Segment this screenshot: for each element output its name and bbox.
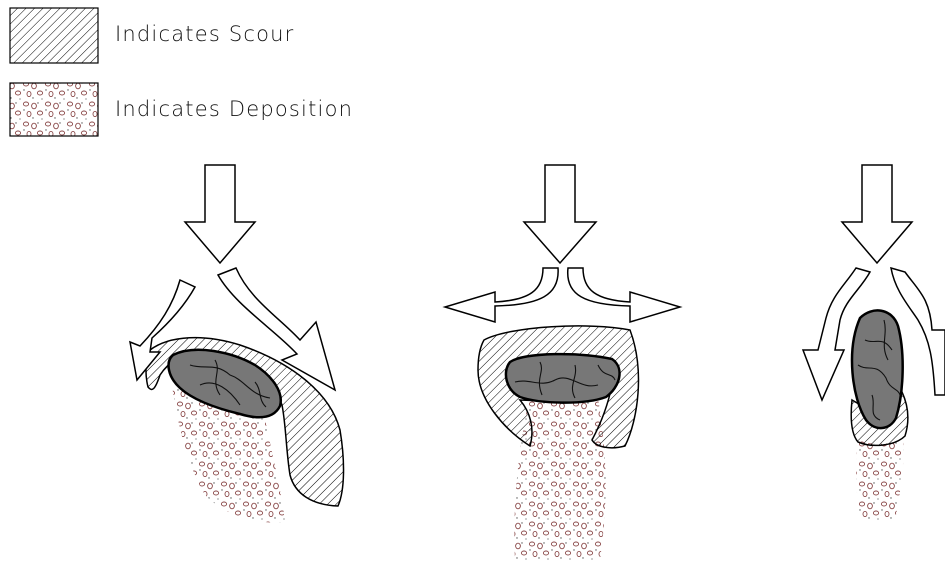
legend-deposition-swatch bbox=[10, 83, 98, 136]
panel-3-deposition bbox=[856, 440, 903, 520]
legend-scour-label: Indicates Scour bbox=[115, 22, 295, 46]
panel-2 bbox=[445, 165, 680, 560]
panel-3-flow-arrow bbox=[842, 165, 912, 263]
panel-2-right-arrow bbox=[568, 268, 680, 322]
panel-2-flow-arrow bbox=[524, 165, 596, 263]
legend-deposition-label: Indicates Deposition bbox=[115, 97, 353, 121]
panel-1-flow-arrow bbox=[185, 165, 255, 263]
legend-scour-swatch bbox=[10, 8, 98, 63]
panel-3 bbox=[803, 165, 945, 520]
panel-2-left-arrow bbox=[445, 268, 558, 322]
panel-1 bbox=[130, 165, 344, 523]
